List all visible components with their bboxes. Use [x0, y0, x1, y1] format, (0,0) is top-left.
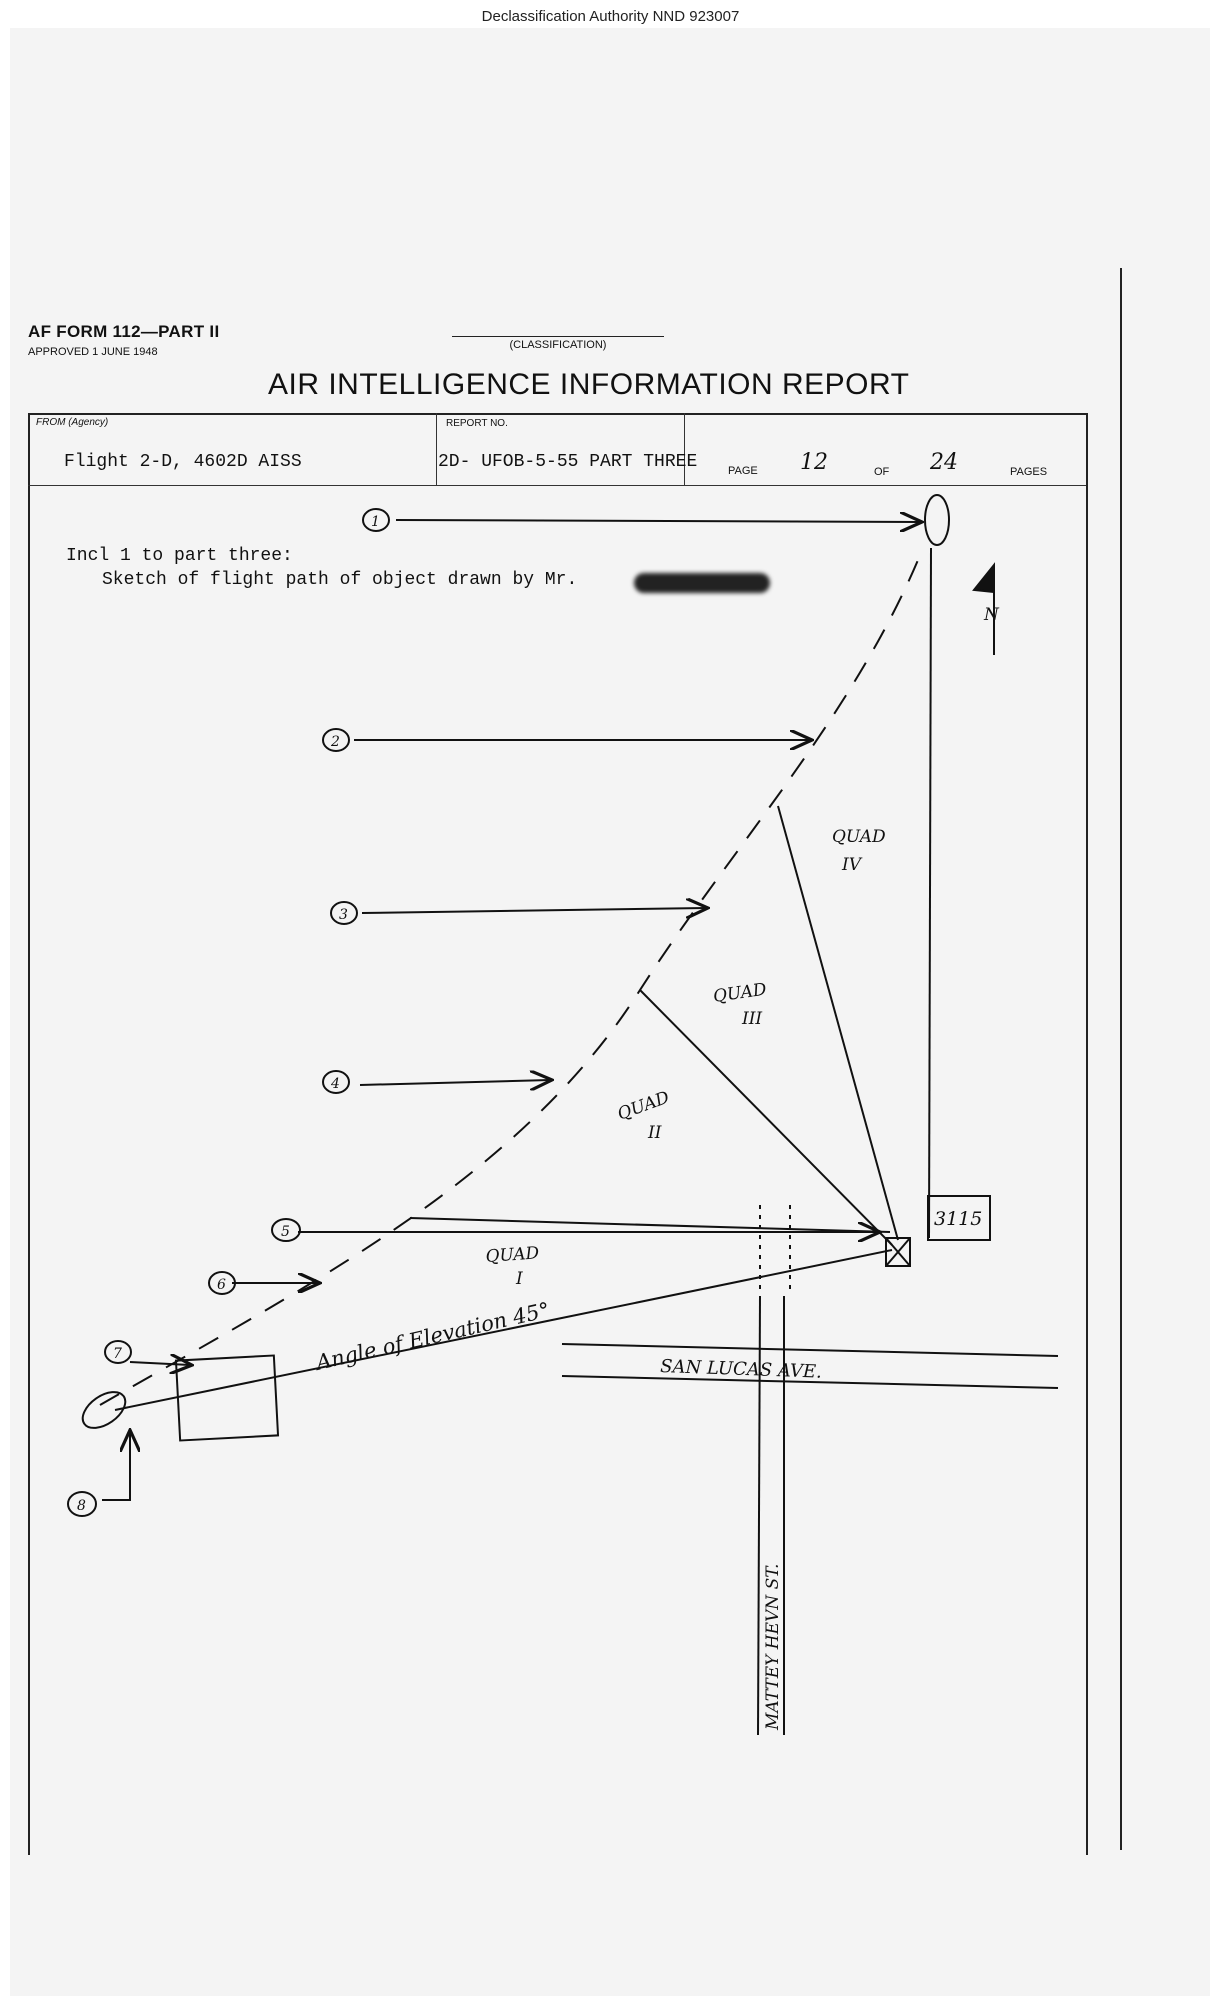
house-number: 3115 [934, 1208, 982, 1230]
position-label-2: 2 [330, 734, 340, 750]
north-arrow-flag [972, 562, 995, 594]
classification-line [452, 336, 664, 337]
position-label-8: 8 [77, 1498, 86, 1514]
elevation-label: Angle of Elevation 45° [312, 1298, 552, 1376]
quad-3-word: QUAD [712, 980, 768, 1007]
flight-path-dashed [99, 559, 919, 1406]
pages-label: PAGES [1010, 466, 1048, 478]
mattey-hevn-st-line-left [757, 1295, 761, 1736]
of-label: OF [874, 466, 890, 478]
report-no-label: REPORT NO. [446, 418, 508, 429]
from-agency-label: FROM (Agency) [36, 417, 109, 428]
object-position-1-ellipse [924, 494, 950, 546]
sight-line-quad-iii [639, 989, 893, 1246]
north-label: N [983, 605, 1000, 625]
position-label-4: 4 [330, 1076, 340, 1092]
position-label-7: 7 [113, 1346, 122, 1362]
position-7-arrow [129, 1362, 190, 1365]
report-no-value: 2D- UFOB-5-55 PART THREE [438, 452, 698, 472]
position-8-arrow [102, 1432, 130, 1501]
page-edge-line [1120, 268, 1122, 1850]
sight-line-quad-ii [409, 1217, 891, 1233]
header-row-divider [28, 485, 1086, 486]
page-label: PAGE [728, 465, 758, 477]
building-rectangle [174, 1354, 280, 1442]
quad-1-word: QUAD [485, 1243, 540, 1267]
street-label-vertical: MATTEY HEVN ST. [763, 1564, 783, 1731]
from-agency-value: Flight 2-D, 4602D AISS [64, 452, 302, 472]
quad-3-numeral: III [741, 1009, 762, 1029]
header-column-divider [436, 413, 437, 485]
header-column-divider [684, 413, 685, 485]
report-title: AIR INTELLIGENCE INFORMATION REPORT [268, 368, 910, 401]
sketch-description: Sketch of flight path of object drawn by… [102, 570, 578, 590]
san-lucas-ave-line-bottom [561, 1375, 1059, 1389]
form-approval-date: APPROVED 1 JUNE 1948 [28, 346, 158, 358]
position-4-arrow [359, 1080, 550, 1085]
page-total: 24 [930, 450, 958, 475]
inclosure-line: Incl 1 to part three: [66, 546, 293, 566]
document-page [10, 28, 1210, 1996]
sight-line-quad-iv [777, 805, 899, 1241]
report-form-box [28, 413, 1088, 1855]
position-3-arrow [361, 908, 706, 913]
form-id: AF FORM 112—PART II [28, 322, 220, 341]
position-label-6: 6 [217, 1277, 226, 1293]
position-label-1: 1 [371, 514, 380, 530]
declassification-header: Declassification Authority NND 923007 [481, 8, 740, 25]
classification-label: (CLASSIFICATION) [509, 339, 607, 351]
position-1-arrow [395, 520, 920, 522]
sight-line-quad-iv-edge [928, 547, 932, 1239]
quad-4-word: QUAD [832, 827, 886, 847]
quad-2-word: QUAD [615, 1087, 673, 1124]
quad-1-numeral: I [515, 1269, 523, 1289]
page-number: 12 [800, 450, 828, 475]
observer-position-box [885, 1237, 911, 1267]
quad-4-numeral: IV [841, 855, 863, 875]
elevation-line [114, 1249, 893, 1411]
object-position-8-ellipse [81, 1391, 127, 1429]
san-lucas-ave-line-top [561, 1343, 1059, 1357]
house-number-box [927, 1195, 991, 1241]
position-label-3: 3 [339, 907, 348, 923]
position-label-5: 5 [281, 1224, 290, 1240]
redacted-name [634, 573, 770, 593]
quad-2-numeral: II [647, 1123, 662, 1143]
